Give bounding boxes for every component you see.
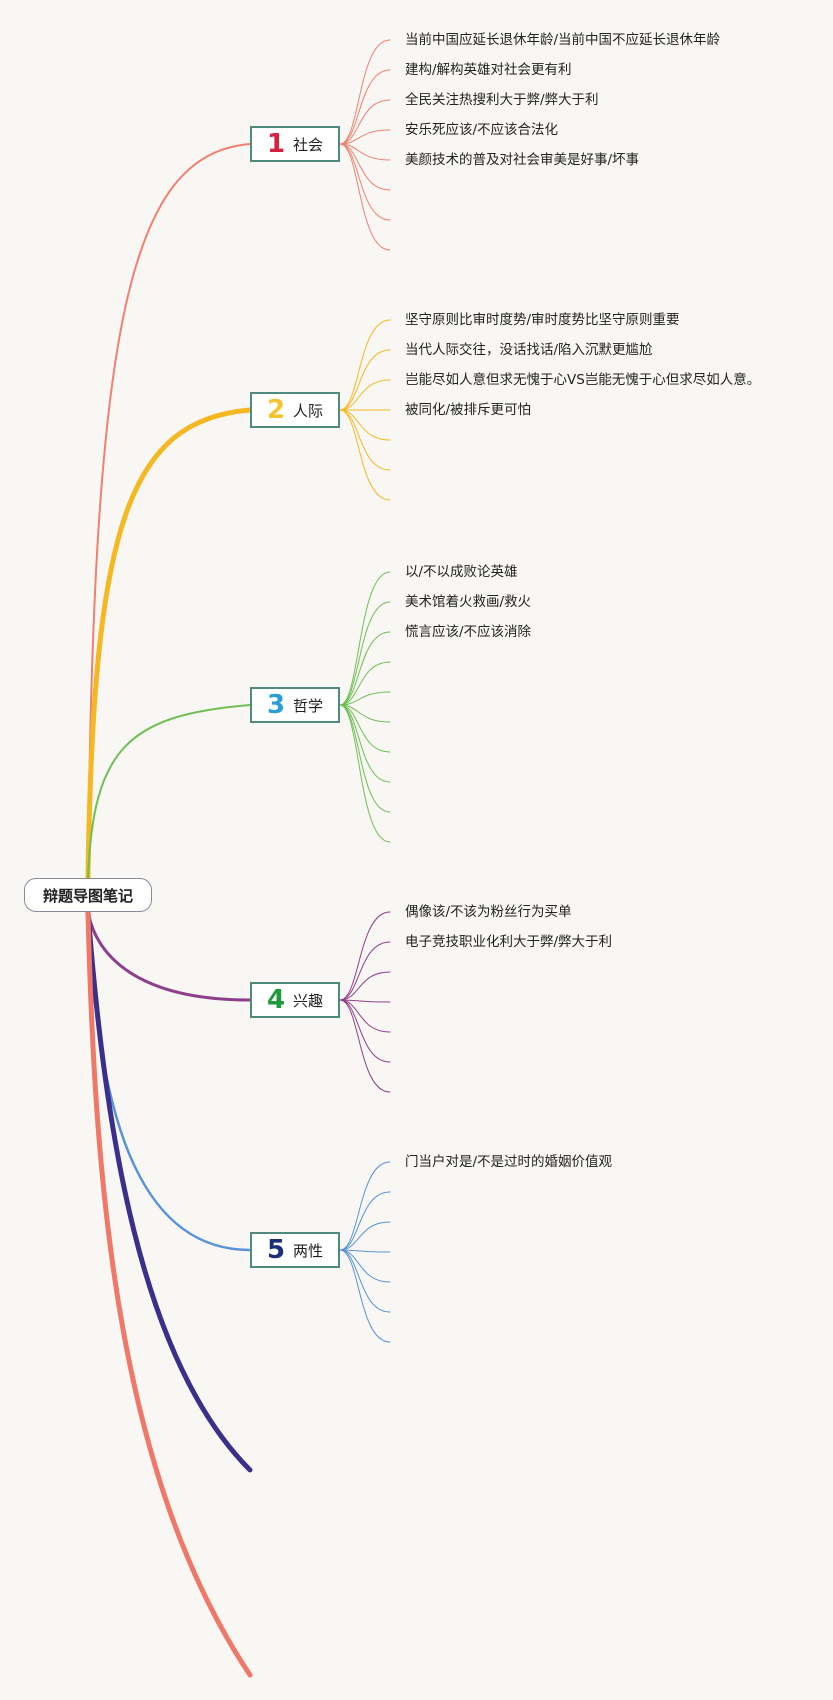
leaf-line <box>339 1161 391 1251</box>
leaf-line <box>339 129 391 145</box>
branch-line-1 <box>87 143 251 879</box>
leaf-line <box>339 999 391 1003</box>
branch-line-5 <box>86 910 252 1252</box>
category-node-1[interactable]: 1 社会 <box>250 126 340 162</box>
leaf-line <box>339 69 391 145</box>
leaf-line <box>339 349 391 411</box>
leaf-line <box>339 1249 391 1253</box>
leaf-line <box>339 143 391 251</box>
topic-item[interactable]: 当代人际交往，没话找话/陷入沉默更尴尬 <box>405 342 653 358</box>
topic-item[interactable]: 被同化/被排斥更可怕 <box>405 402 532 418</box>
root-title: 辩题导图笔记 <box>42 886 133 905</box>
leaf-line <box>339 1249 391 1313</box>
leaf-line <box>339 704 391 843</box>
leaf-line <box>339 39 391 145</box>
leaf-line <box>339 571 391 706</box>
extra-branch-1 <box>85 909 253 1473</box>
category-label: 兴趣 <box>293 991 324 1010</box>
topic-item[interactable]: 岂能尽如人意但求无愧于心VS岂能无愧于心但求尽如人意。 <box>405 372 761 388</box>
topic-item[interactable]: 美术馆着火救画/救火 <box>405 594 532 610</box>
leaf-line <box>339 1221 391 1251</box>
leaf-line <box>339 143 391 221</box>
topic-item[interactable]: 门当户对是/不是过时的婚姻价值观 <box>405 1154 613 1170</box>
leaf-line <box>339 999 391 1063</box>
branch-line-3 <box>87 704 251 879</box>
leaf-line <box>339 1249 391 1283</box>
leaf-line <box>339 99 391 145</box>
category-number: 5 <box>266 1235 286 1265</box>
topic-item[interactable]: 偶像该/不该为粉丝行为买单 <box>405 904 572 920</box>
leaf-line <box>339 409 391 501</box>
root-node[interactable]: 辩题导图笔记 <box>24 878 152 912</box>
leaf-line <box>339 143 391 161</box>
topic-item[interactable]: 以/不以成败论英雄 <box>405 564 518 580</box>
leaf-line <box>339 409 391 471</box>
category-label: 人际 <box>293 401 324 420</box>
category-number: 2 <box>266 395 286 425</box>
leaf-line <box>339 941 391 1001</box>
category-node-3[interactable]: 3 哲学 <box>250 687 340 723</box>
leaf-line <box>339 143 391 191</box>
leaf-line <box>339 1249 391 1343</box>
topic-item[interactable]: 美颜技术的普及对社会审美是好事/坏事 <box>405 152 640 168</box>
category-number: 1 <box>266 129 286 159</box>
leaf-line <box>339 704 391 753</box>
leaf-line <box>339 971 391 1001</box>
leaf-line <box>339 661 391 706</box>
leaf-line <box>339 601 391 706</box>
extra-branch-2 <box>85 909 253 1678</box>
category-label: 两性 <box>293 1241 324 1260</box>
category-label: 哲学 <box>293 696 324 715</box>
category-node-5[interactable]: 5 两性 <box>250 1232 340 1268</box>
branch-lines <box>85 143 253 1678</box>
topic-item[interactable]: 全民关注热搜利大于弊/弊大于利 <box>405 92 599 108</box>
leaf-line <box>339 409 391 441</box>
branch-line-4 <box>86 910 252 1002</box>
category-number: 3 <box>266 690 286 720</box>
leaf-line <box>339 1191 391 1251</box>
category-label: 社会 <box>293 135 324 154</box>
topic-item[interactable]: 慌言应该/不应该消除 <box>405 624 532 640</box>
leaf-lines <box>339 39 391 1343</box>
leaf-line <box>339 999 391 1033</box>
leaf-line <box>339 704 391 723</box>
leaf-line <box>339 691 391 706</box>
leaf-line <box>339 319 391 411</box>
leaf-line <box>339 999 391 1093</box>
category-number: 4 <box>266 985 286 1015</box>
leaf-line <box>339 379 391 411</box>
category-node-4[interactable]: 4 兴趣 <box>250 982 340 1018</box>
leaf-line <box>339 631 391 706</box>
branch-line-2 <box>85 407 253 881</box>
topic-item[interactable]: 电子竞技职业化利大于弊/弊大于利 <box>405 934 613 950</box>
topic-item[interactable]: 坚守原则比审时度势/审时度势比坚守原则重要 <box>405 312 680 328</box>
topic-item[interactable]: 安乐死应该/不应该合法化 <box>405 122 559 138</box>
leaf-line <box>339 911 391 1001</box>
topic-item[interactable]: 当前中国应延长退休年龄/当前中国不应延长退休年龄 <box>405 32 721 48</box>
category-node-2[interactable]: 2 人际 <box>250 392 340 428</box>
topic-item[interactable]: 建构/解构英雄对社会更有利 <box>405 62 572 78</box>
